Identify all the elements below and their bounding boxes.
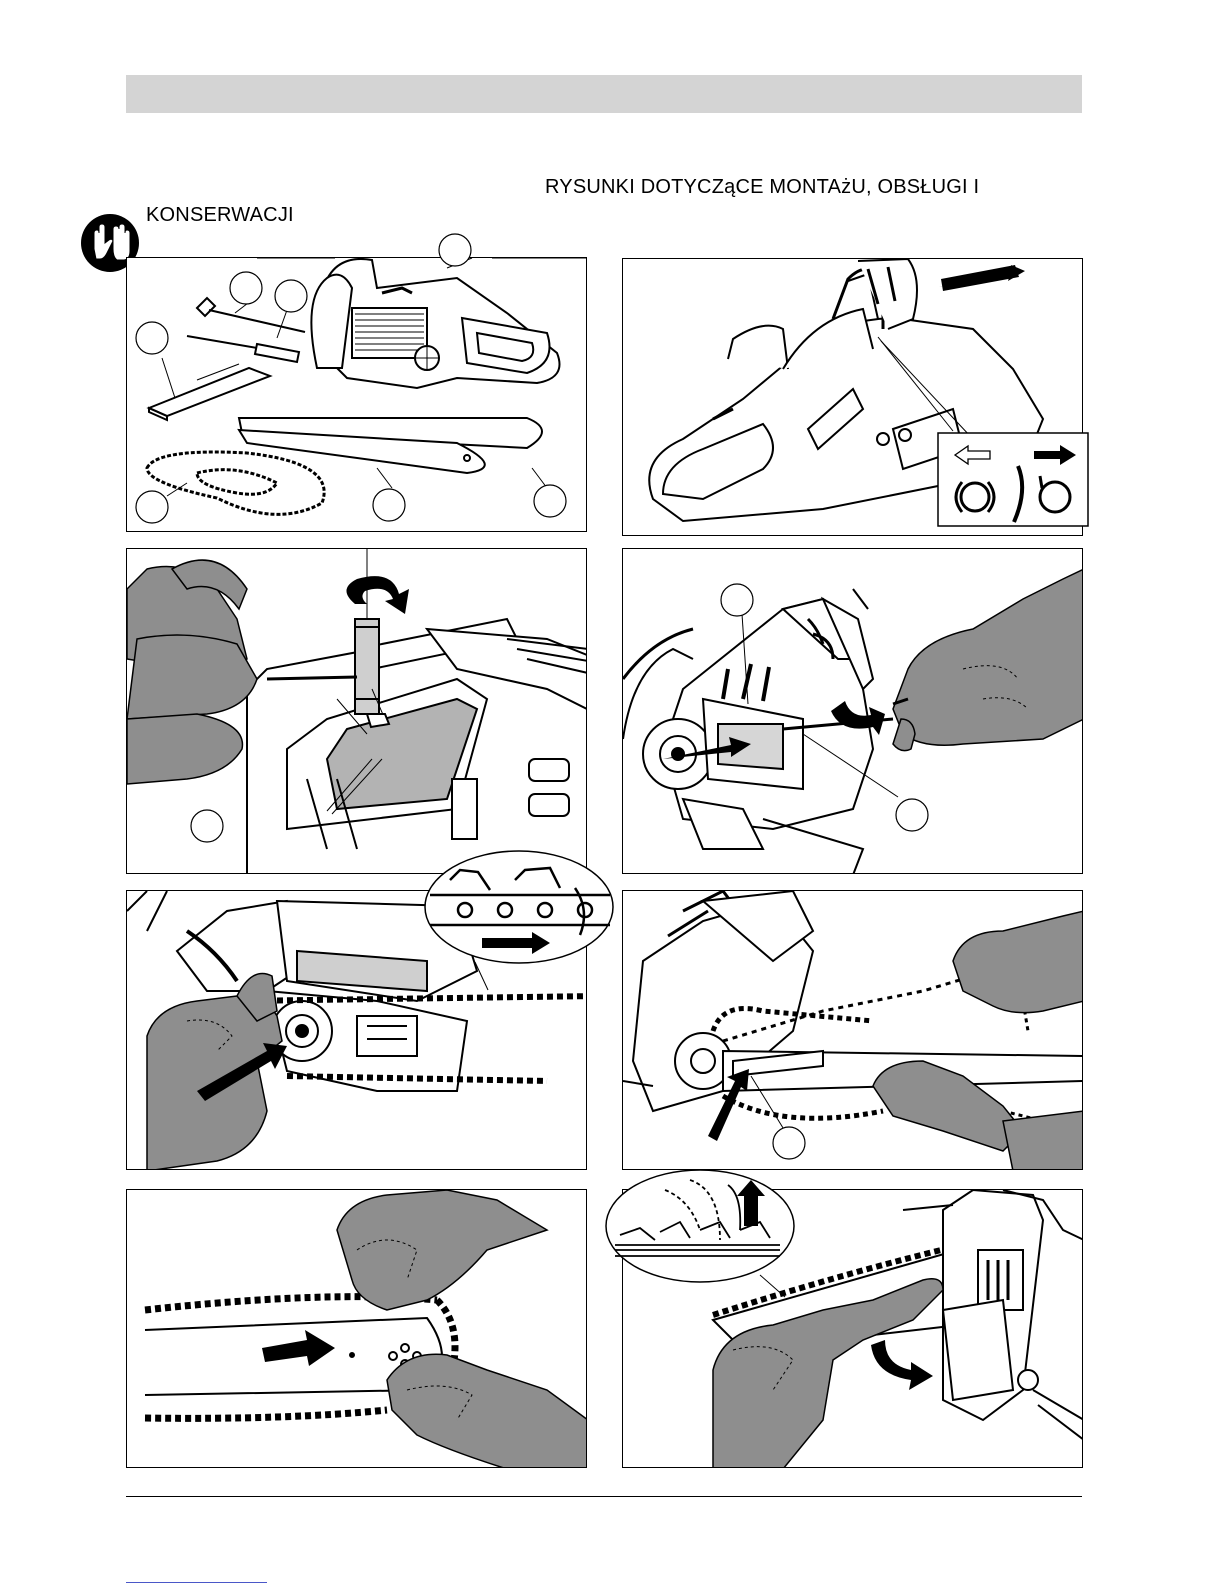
footer-rule: [126, 1496, 1082, 1497]
figure-7-drawing: [127, 1190, 587, 1468]
section-title-continued: KONSERWACJI: [146, 204, 294, 227]
figure-2-chain-brake: [622, 258, 1083, 536]
figure-3-drawing: [127, 549, 587, 874]
footer-link-underline: [126, 1582, 267, 1583]
figure-5-chain-on-sprocket: [126, 890, 587, 1170]
figure-7-chain-around-bar-nose: [126, 1189, 587, 1468]
figure-3-sprocket-cover-nuts: [126, 548, 587, 874]
figure-6-bar-and-chain: [622, 890, 1083, 1170]
figure-4-drawing: [623, 549, 1083, 874]
figure-1-package-contents: [126, 257, 587, 532]
figure-8-tensioning-chain: [622, 1189, 1083, 1468]
figure-8-drawing: [623, 1190, 1083, 1468]
header-bar: [126, 75, 1082, 113]
section-title: RYSUNKI DOTYCZąCE MONTAżU, OBSŁUGI I: [545, 176, 979, 199]
figure-2-drawing: [623, 259, 1083, 536]
figure-1-drawing: [127, 258, 587, 532]
figure-5-drawing: [127, 891, 587, 1170]
figure-6-drawing: [623, 891, 1083, 1170]
figure-4-chain-tensioner: [622, 548, 1083, 874]
